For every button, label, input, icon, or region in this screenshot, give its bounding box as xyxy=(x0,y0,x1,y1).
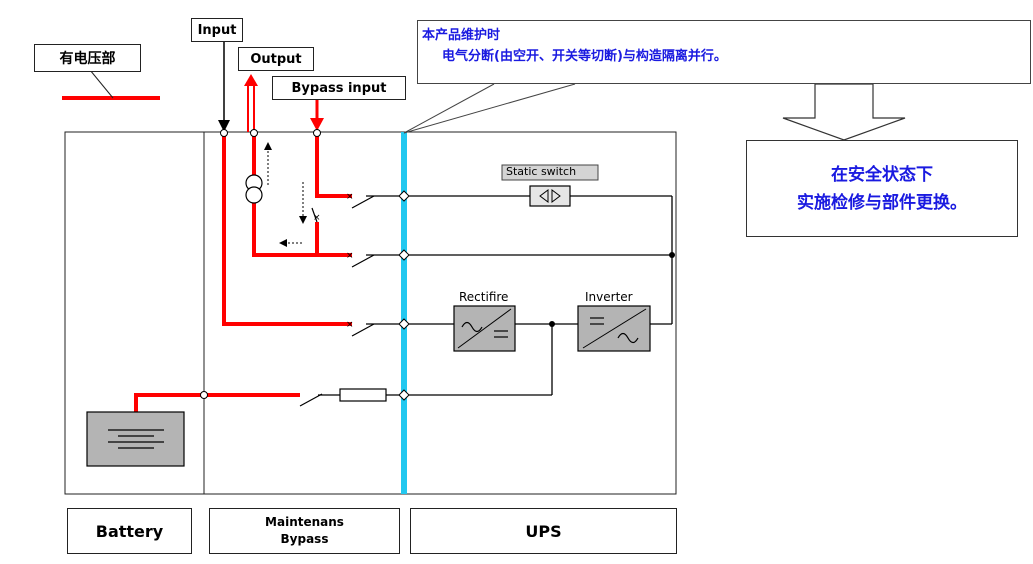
legend-pointer xyxy=(89,69,114,99)
thyristor-icon-2 xyxy=(551,189,561,203)
section-maintenance-line2: Bypass xyxy=(280,532,329,546)
note-line-2: 电气分断(由空开、开关等切断)与构造隔离并行。 xyxy=(442,49,727,64)
bypass-arrow-head xyxy=(310,118,324,131)
switch-x-2: × xyxy=(346,251,354,261)
flow-left-head xyxy=(279,239,287,247)
switch-x-1: × xyxy=(346,192,354,202)
input-label: Input xyxy=(191,18,243,42)
battery-cells-icon xyxy=(108,429,164,449)
battery-block xyxy=(86,411,185,467)
junction-dots xyxy=(549,252,675,327)
switch-x-3: × xyxy=(346,320,354,330)
maintenance-note: 本产品维护时 电气分断(由空开、开关等切断)与构造隔离并行。 xyxy=(417,20,1031,84)
rectifier-label: Rectifire xyxy=(459,290,509,304)
safe-line-1: 在安全状态下 xyxy=(831,165,933,185)
switch-blades xyxy=(299,195,375,407)
enclosure-frame xyxy=(64,131,677,495)
output-arrow-head xyxy=(244,74,258,86)
safe-state-box: 在安全状态下 实施检修与部件更换。 xyxy=(746,140,1018,237)
down-arrow-icon xyxy=(782,83,906,141)
note-line-1: 本产品维护时 xyxy=(422,28,501,43)
static-switch xyxy=(529,185,571,207)
section-ups: UPS xyxy=(410,508,677,554)
terminal-circles xyxy=(200,129,321,399)
ups-wiring xyxy=(318,195,673,396)
output-label: Output xyxy=(238,47,314,71)
bypass-input-label: Bypass input xyxy=(272,76,406,100)
inverter-label: Inverter xyxy=(585,290,633,304)
thyristor-icon xyxy=(539,189,549,203)
note-callout-1 xyxy=(403,83,495,134)
bypass-switch-x: × xyxy=(313,213,321,223)
inv-ac-wave-icon xyxy=(617,332,639,344)
flow-up-head xyxy=(264,142,272,150)
static-switch-label-bg xyxy=(501,164,599,181)
transformer-coil-bottom xyxy=(245,186,263,204)
isolation-terminals xyxy=(398,190,410,401)
note-callout-2 xyxy=(403,83,576,134)
section-maintenance-line1: Maintenans xyxy=(265,515,344,529)
live-wiring xyxy=(134,134,352,412)
legend-label: 有电压部 xyxy=(34,44,141,72)
ac-wave-icon xyxy=(461,321,483,333)
input-arrow-head xyxy=(218,120,230,132)
section-battery: Battery xyxy=(67,508,192,554)
static-switch-label: Static switch xyxy=(506,165,577,178)
rectifier-diagonal xyxy=(457,308,512,349)
fuse xyxy=(339,388,387,402)
section-maintenance-bypass: Maintenans Bypass xyxy=(209,508,400,554)
safe-line-2: 实施检修与部件更换。 xyxy=(797,193,967,213)
flow-down-head xyxy=(299,216,307,224)
inverter-diagonal xyxy=(582,308,647,349)
bypass-switch-blade xyxy=(311,207,318,223)
